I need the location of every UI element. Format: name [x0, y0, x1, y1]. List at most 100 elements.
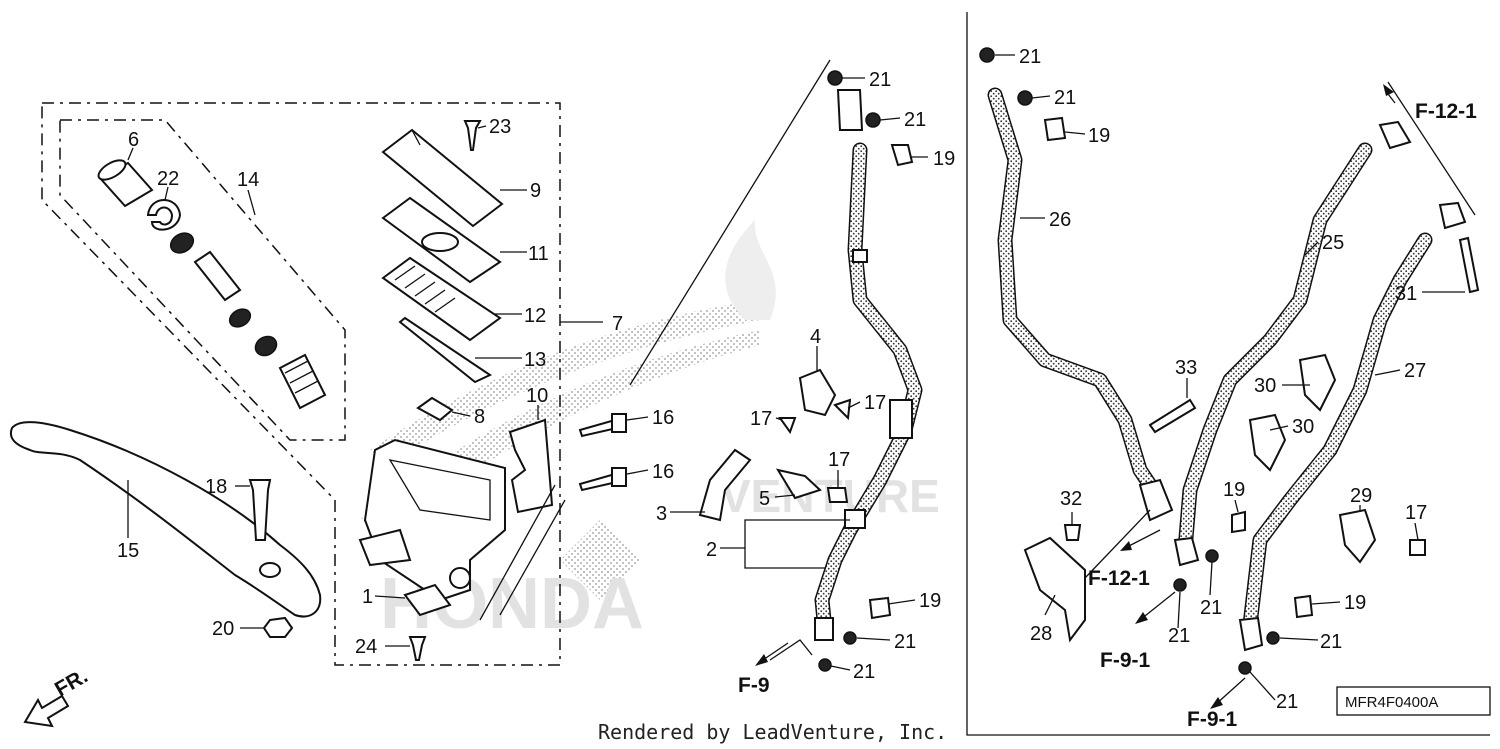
label-21-i: 21 — [1320, 631, 1342, 653]
front-indicator-text: FR. — [51, 664, 92, 701]
diaphragm-part-12 — [381, 256, 502, 342]
reservoir-cap-part-9 — [381, 128, 504, 228]
label-19-c: 19 — [1088, 125, 1110, 147]
label-21-c: 21 — [894, 631, 916, 653]
ref-f91-a: F-9-1 — [1100, 649, 1150, 672]
bolt-part-17-d — [1409, 539, 1426, 556]
piston-set-part — [169, 232, 327, 410]
diaphragm-plate-part-11 — [381, 196, 502, 284]
label-21-g: 21 — [1200, 597, 1222, 619]
right-panel-frame — [966, 12, 1490, 736]
label-30-a: 30 — [1254, 375, 1276, 397]
pivot-bolt-part-18 — [248, 479, 272, 541]
screw-part-24 — [408, 636, 427, 661]
label-17-d: 17 — [1405, 502, 1427, 524]
label-25: 25 — [1322, 232, 1344, 254]
clamp-part-29 — [1338, 508, 1377, 564]
label-10: 10 — [526, 385, 548, 407]
label-15: 15 — [117, 540, 139, 562]
clamp-part-30-b — [1248, 413, 1287, 472]
label-27: 27 — [1404, 360, 1426, 382]
washer-part-21-d — [818, 658, 832, 672]
bolt-part-19-b — [868, 596, 892, 620]
washer-part-21-i — [1266, 631, 1280, 645]
label-32: 32 — [1060, 488, 1082, 510]
master-cylinder-body-part-7 — [358, 438, 506, 602]
ref-f91-b: F-9-1 — [1187, 708, 1237, 731]
brake-hose-part-27 — [1242, 232, 1433, 633]
washer-part-21-h — [1173, 578, 1187, 592]
label-6: 6 — [128, 129, 139, 151]
label-5: 5 — [759, 488, 770, 510]
brake-hose-part-25 — [1177, 142, 1373, 558]
gasket-part-13 — [398, 316, 493, 384]
label-2: 2 — [706, 539, 717, 561]
circlip-part-22 — [146, 199, 182, 231]
label-31: 31 — [1395, 283, 1417, 305]
clamp-part-30-a — [1298, 353, 1337, 412]
label-16-a: 16 — [652, 407, 674, 429]
label-21-d: 21 — [853, 661, 875, 683]
stay-part-28 — [1023, 536, 1086, 643]
label-21-a: 21 — [869, 69, 891, 91]
bolt-part-32 — [1063, 524, 1082, 541]
washer-part-21-b — [865, 112, 881, 128]
label-8: 8 — [474, 406, 485, 428]
label-26: 26 — [1049, 209, 1071, 231]
label-19-d: 19 — [1223, 479, 1245, 501]
label-33: 33 — [1175, 357, 1197, 379]
joint-part-25-lower — [1173, 536, 1200, 567]
label-21-j: 21 — [1276, 691, 1298, 713]
label-24: 24 — [355, 636, 377, 658]
joint-part-27 — [1438, 201, 1467, 230]
reference-arrows — [755, 84, 1396, 709]
label-20: 20 — [212, 618, 234, 640]
label-19-e: 19 — [1344, 592, 1366, 614]
clamp-part-5 — [775, 468, 822, 500]
bolt-part-19-c — [1043, 116, 1067, 142]
boot-part-6 — [97, 159, 154, 208]
label-18: 18 — [205, 476, 227, 498]
label-7: 7 — [612, 313, 623, 335]
ref-f121-b: F-12-1 — [1415, 100, 1477, 123]
label-19-a: 19 — [933, 148, 955, 170]
label-22: 22 — [157, 168, 179, 190]
label-11: 11 — [528, 243, 549, 265]
label-21-h: 21 — [1168, 625, 1190, 647]
label-4: 4 — [810, 326, 821, 348]
bolt-part-33 — [1148, 398, 1197, 434]
bolt-part-17-c — [833, 398, 852, 421]
label-21-b: 21 — [904, 109, 926, 131]
credit-text: Rendered by LeadVenture, Inc. — [598, 720, 947, 744]
label-3: 3 — [656, 503, 667, 525]
brake-hose-front — [814, 89, 923, 641]
washer-part-21-j — [1238, 661, 1252, 675]
label-17-c: 17 — [828, 449, 850, 471]
label-12: 12 — [524, 305, 546, 327]
bolt-part-19-d — [1231, 510, 1246, 534]
label-21-e: 21 — [1019, 46, 1041, 68]
label-28: 28 — [1030, 623, 1052, 645]
bolt-part-31 — [1458, 236, 1480, 294]
label-9: 9 — [530, 180, 541, 202]
holder-part-10 — [508, 418, 554, 514]
switch-part-1 — [403, 583, 452, 617]
clamp-part-8 — [416, 396, 454, 422]
joint-part-26 — [1138, 478, 1174, 522]
label-21-f: 21 — [1054, 87, 1076, 109]
washer-part-21-f — [1017, 90, 1033, 106]
diagram-code: MFR4F0400A — [1345, 694, 1438, 711]
label-23: 23 — [489, 116, 511, 138]
label-17-b: 17 — [750, 408, 772, 430]
label-17-a: 17 — [864, 392, 886, 414]
label-1: 1 — [362, 586, 373, 608]
label-13: 13 — [524, 349, 546, 371]
bolt-part-16 — [578, 413, 627, 492]
joint-part-27-lower — [1238, 616, 1264, 652]
label-30-b: 30 — [1292, 416, 1314, 438]
front-direction-arrow-icon: FR. — [23, 664, 92, 728]
piston-set-outline — [59, 119, 346, 441]
leader-lines — [127, 54, 1476, 701]
label-19-b: 19 — [919, 590, 941, 612]
